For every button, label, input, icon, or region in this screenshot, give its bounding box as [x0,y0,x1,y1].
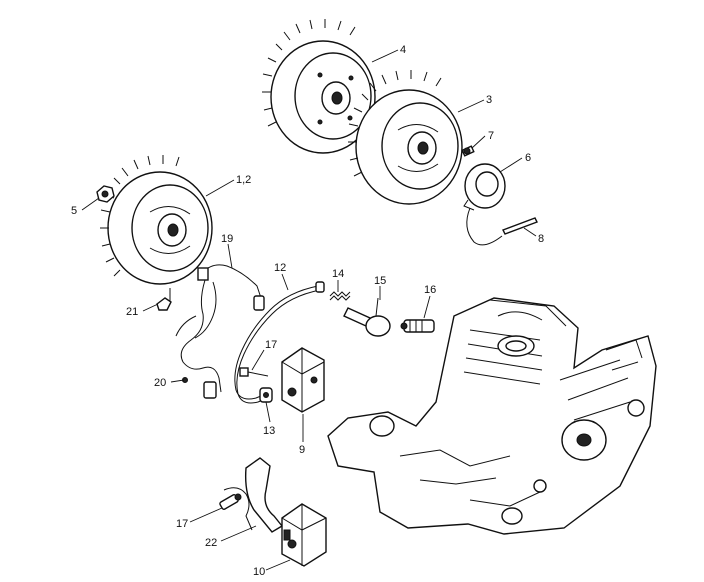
callout-3: 3 [486,94,492,106]
leader-8 [523,227,537,237]
wiring-harness-part-19 [175,264,265,399]
leader-19 [227,243,233,269]
callout-4: 4 [400,44,406,56]
flywheel-part-3 [348,70,463,205]
callout-21: 21 [126,306,138,318]
screw-part-17-upper [239,367,269,377]
screw-part-17-lower [219,493,242,510]
leader-12 [281,273,289,291]
callout-17-lower: 17 [176,518,188,530]
spark-plug-part-16 [400,319,435,333]
ignition-lead-part-12 [234,281,325,404]
terminal-part-13 [259,387,273,403]
callout-9: 9 [299,444,305,456]
callout-15: 15 [374,275,386,287]
nut-part-5 [96,185,115,203]
leader-7 [471,135,486,149]
clip-part-21 [156,288,172,311]
leader-5 [81,197,100,211]
leader-17-upper [251,349,265,371]
spring-clip-part-22 [223,457,284,533]
callout-14: 14 [332,268,344,280]
leader-4 [371,49,399,63]
callout-19: 19 [221,233,233,245]
leader-22 [220,525,257,542]
callout-labels: 4 3 7 6 8 1,2 5 19 12 14 15 16 21 17 20 … [71,44,544,578]
leader-10 [265,559,291,571]
callout-6: 6 [525,152,531,164]
leader-lines [81,49,537,571]
crankcase-engine-block [327,297,657,535]
callout-22: 22 [205,537,217,549]
ring-sensor-part-6 [463,163,506,246]
leader-16 [423,295,431,319]
leader-6 [499,157,523,173]
callout-12: 12 [274,262,286,274]
callout-17-upper: 17 [265,339,277,351]
ignition-module-part-9 [281,347,325,413]
callout-8: 8 [538,233,544,245]
callout-16: 16 [424,284,436,296]
leader-20 [170,379,185,383]
flywheel-part-1-2 [100,155,213,285]
callout-5: 5 [71,205,77,217]
callout-20: 20 [154,377,166,389]
callout-7: 7 [488,130,494,142]
spring-part-14 [329,291,351,301]
leader-3 [457,99,485,113]
spark-plug-boot-part-15 [343,297,391,337]
ignition-module-part-10 [281,503,327,567]
leader-21 [142,303,159,312]
leader-13 [265,401,271,423]
flywheel-part-4 [262,19,376,154]
callout-13: 13 [263,425,275,437]
callout-1-2: 1,2 [236,174,251,186]
leader-17-lower [189,507,223,523]
callout-10: 10 [253,566,265,578]
screw-part-7 [461,145,475,157]
wire-pin-part-8 [502,217,538,235]
leader-1-2 [205,179,235,197]
